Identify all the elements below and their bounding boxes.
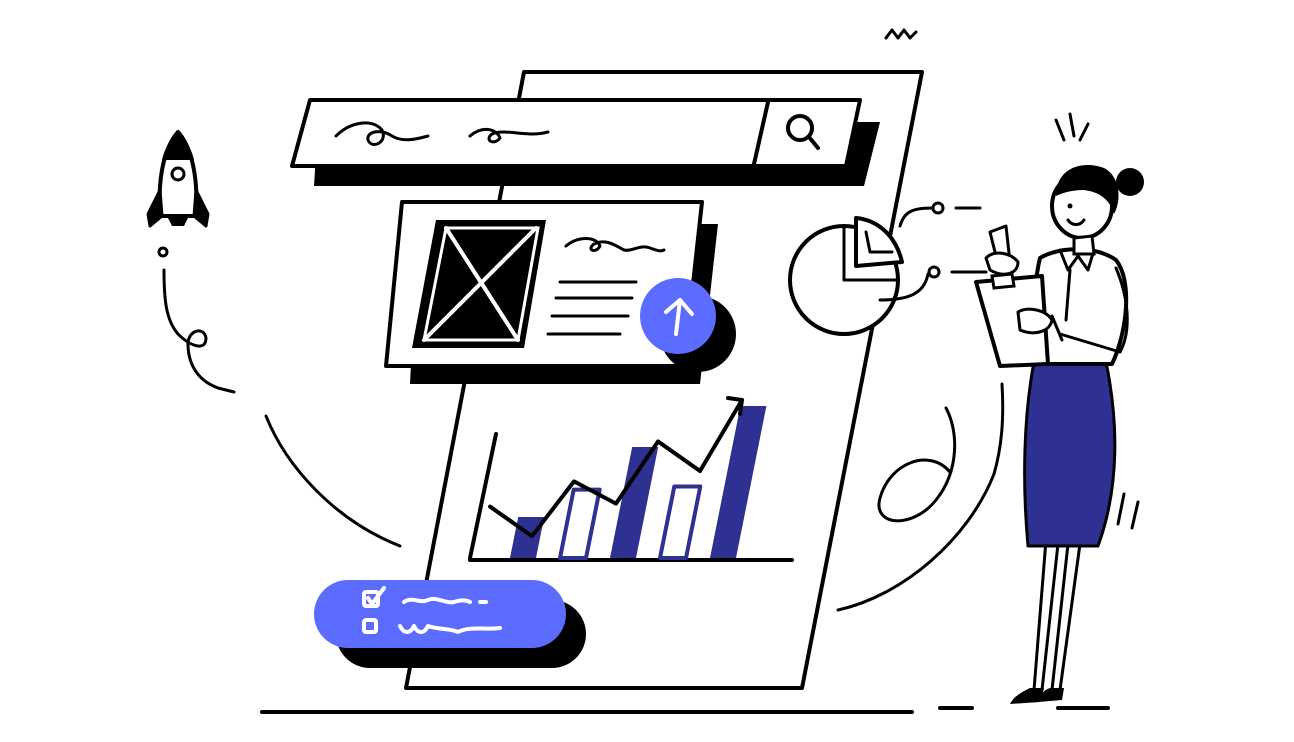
content-card [384, 200, 718, 384]
arrow-up-icon [664, 298, 694, 336]
trend-arrow-head [726, 396, 744, 416]
rocket-icon [146, 130, 210, 258]
chart-bar [558, 487, 602, 560]
search-icon[interactable] [786, 114, 820, 150]
search-bar[interactable] [290, 98, 880, 186]
card-text-lines [546, 280, 638, 336]
decorative-curves [162, 268, 1005, 612]
sparkle-squiggle [884, 28, 918, 40]
pie-chart-icon [788, 201, 988, 336]
checklist-panel[interactable] [314, 580, 586, 668]
checkbox-checked-icon[interactable] [362, 586, 386, 608]
ground-line [260, 706, 1110, 714]
bar-chart [468, 396, 794, 562]
checklist-item-scribble [402, 596, 472, 605]
checkbox-empty-icon[interactable] [362, 618, 378, 634]
woman-figure [974, 112, 1144, 704]
chart-y-axis [468, 432, 498, 560]
search-input-scribble[interactable] [334, 121, 550, 146]
chart-bar [658, 484, 703, 560]
checklist-item-scribble [398, 624, 502, 634]
trend-line [488, 398, 744, 539]
image-placeholder-icon [412, 220, 546, 348]
upload-button[interactable] [640, 278, 736, 372]
chart-bar [610, 447, 659, 558]
card-title-scribble [564, 237, 666, 253]
chart-bar [710, 406, 767, 558]
